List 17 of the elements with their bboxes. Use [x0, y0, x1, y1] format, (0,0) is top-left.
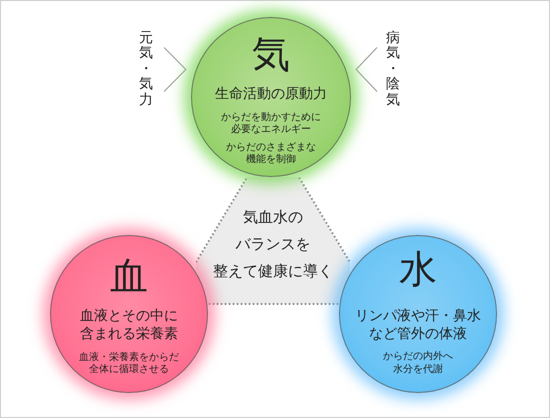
circle-description: からだを動かすために必要なエネルギー [220, 112, 322, 136]
triangle-panel [196, 177, 350, 305]
center-text: 気血水のバランスを整えて健康に導く [213, 208, 333, 280]
kanji-heading: 血 [109, 255, 149, 297]
vertical-label: 病気・陰気 [385, 31, 402, 108]
circle-description: からだのさまざまな機能を制御 [225, 142, 317, 166]
vertical-label: 元気・気力 [138, 31, 154, 108]
kanji-heading: 水 [398, 248, 438, 290]
concept-circle [191, 17, 351, 177]
concept-circle [339, 235, 497, 393]
kanji-heading: 気 [251, 33, 291, 75]
circle-heading: 血液とその中に含まれる栄養素 [79, 307, 179, 343]
circle-heading: 生命活動の原動力 [214, 85, 328, 103]
concept-circle [50, 235, 208, 393]
circle-description: 血液・栄養素をからだ全体に循環させる [78, 352, 180, 376]
circle-description: からだの内外へ水分を代謝 [382, 350, 454, 376]
circle-heading: リンパ液や汗・鼻水など管外の体液 [354, 307, 482, 343]
